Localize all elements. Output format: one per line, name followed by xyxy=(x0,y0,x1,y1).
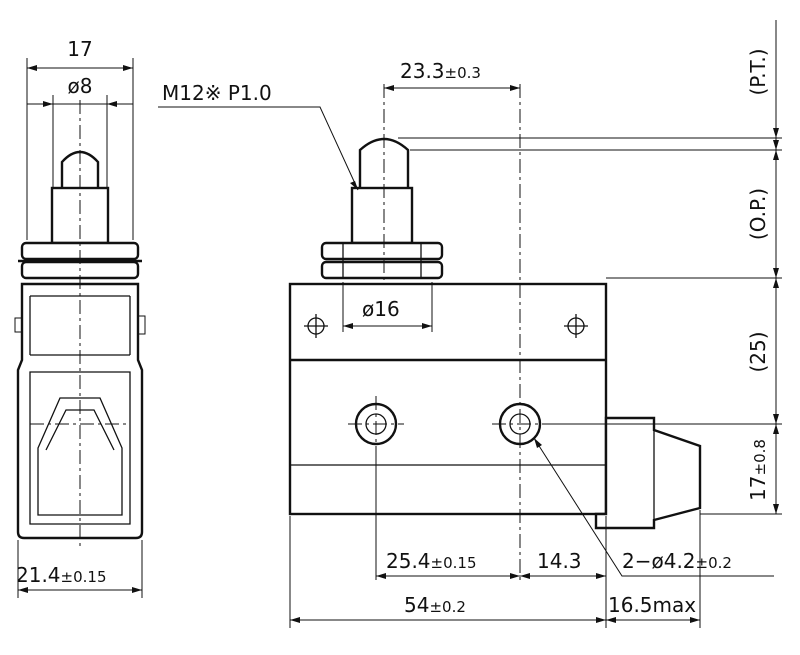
hole-spec-arrow xyxy=(534,438,542,448)
side-plunger xyxy=(60,150,100,194)
dim-16-5-label: 16.5max xyxy=(608,593,696,617)
side-tab-left xyxy=(14,317,23,333)
cover-screw-right xyxy=(564,314,588,338)
height-17-value: 17 xyxy=(746,475,770,500)
thread-leader-arrow xyxy=(350,181,358,190)
vertical-dimensions: (P.T.) (O.P.) (25) 17±0.8 xyxy=(398,20,782,515)
dim-54-arrows xyxy=(290,617,700,623)
dim-25-value: 25.4 xyxy=(386,549,431,573)
front-plunger xyxy=(358,137,410,194)
dim-8-label: ø8 xyxy=(68,74,93,98)
dim-14-label: 14.3 xyxy=(537,549,582,573)
side-tab-right xyxy=(137,315,146,335)
dim-16-label: ø16 xyxy=(362,297,400,321)
dim-21-label: 21.4±0.15 xyxy=(16,563,107,587)
vertical-dim-arrows xyxy=(773,128,779,514)
dim-16-arrows xyxy=(343,323,432,329)
front-plunger-shaft xyxy=(350,186,414,245)
dim-21-tol: ±0.15 xyxy=(61,568,107,586)
side-view: 17 ø8 21.4±0.15 xyxy=(14,37,146,598)
cover-screw-left xyxy=(304,314,328,338)
dim-23-tol: ±0.3 xyxy=(445,64,481,82)
front-nut xyxy=(320,241,444,261)
thread-leader xyxy=(158,106,359,191)
front-body xyxy=(288,282,608,516)
height-17-label: 17±0.8 xyxy=(746,439,770,501)
op-label: (O.P.) xyxy=(746,188,770,240)
height-17-tol: ±0.8 xyxy=(751,439,769,475)
height-25-label: (25) xyxy=(746,331,770,372)
hole-spec-label: 2−ø4.2±0.2 xyxy=(622,549,732,573)
dim-23-label: 23.3±0.3 xyxy=(400,59,481,83)
dim-21-value: 21.4 xyxy=(16,563,61,587)
dim-25-label: 25.4±0.15 xyxy=(386,549,477,573)
dim-25-tol: ±0.15 xyxy=(431,554,477,572)
mounting-hole-left xyxy=(348,396,404,452)
hole-spec-leader xyxy=(533,437,774,577)
dim-23-value: 23.3 xyxy=(400,59,445,83)
cable-gland xyxy=(594,416,702,530)
hole-spec-tol: ±0.2 xyxy=(696,554,732,572)
dim-54-label: 54±0.2 xyxy=(404,593,466,617)
hole-spec-prefix: 2−ø4.2 xyxy=(622,549,696,573)
pt-label: (P.T.) xyxy=(746,48,770,95)
front-view: M12※ P1.0 23.3±0.3 ø16 25.4±0.15 14.3 54… xyxy=(158,59,774,628)
dim-54-tol: ±0.2 xyxy=(429,598,465,616)
dim-17-label: 17 xyxy=(67,37,92,61)
thread-label: M12※ P1.0 xyxy=(162,81,272,105)
front-nut-lower xyxy=(320,260,444,280)
dim-54-value: 54 xyxy=(404,593,429,617)
